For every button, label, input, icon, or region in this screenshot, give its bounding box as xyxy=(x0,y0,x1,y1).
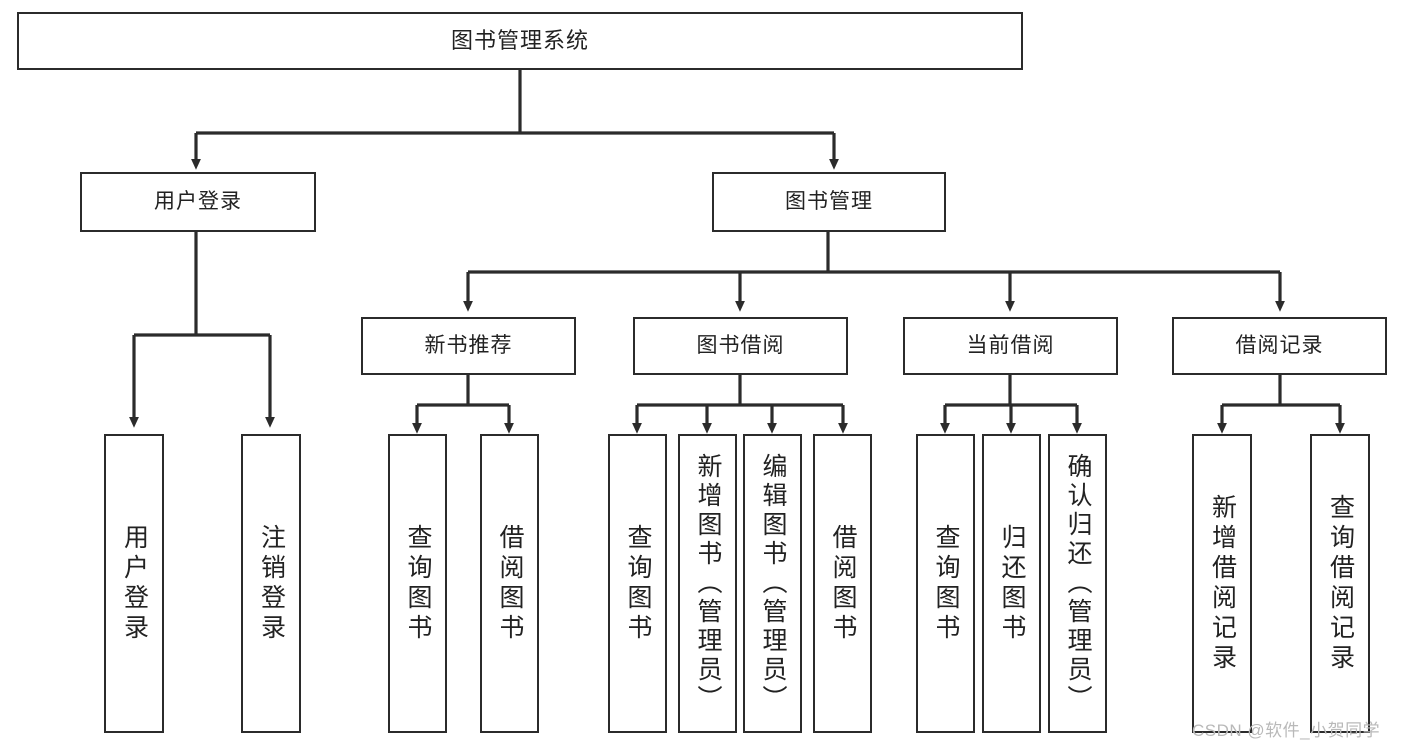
node-label: 用户登录 xyxy=(154,189,242,213)
leaf-new-book-query[interactable]: 查询图书 xyxy=(388,434,447,733)
leaf-current-confirm-return-admin[interactable]: 确认归还（管理员） xyxy=(1048,434,1107,733)
leaf-new-book-borrow[interactable]: 借阅图书 xyxy=(480,434,539,733)
node-label: 查询图书 xyxy=(404,523,432,644)
leaf-borrow-query-book[interactable]: 查询图书 xyxy=(608,434,667,733)
node-label: 查询图书 xyxy=(624,523,652,644)
csdn-watermark: CSDN @软件_小贺同学 xyxy=(1192,721,1381,740)
leaf-record-add-record[interactable]: 新增借阅记录 xyxy=(1192,434,1252,733)
node-borrow-record[interactable]: 借阅记录 xyxy=(1172,317,1387,375)
leaf-current-return-book[interactable]: 归还图书 xyxy=(982,434,1041,733)
node-label: 图书借阅 xyxy=(696,333,785,357)
node-user-login[interactable]: 用户登录 xyxy=(80,172,316,232)
leaf-user-login-signin[interactable]: 用户登录 xyxy=(104,434,164,733)
node-label: 用户登录 xyxy=(120,523,149,644)
node-label: 新书推荐 xyxy=(424,333,513,357)
node-label: 查询借阅记录 xyxy=(1326,493,1355,674)
node-label: 注销登录 xyxy=(257,523,286,644)
node-root-system[interactable]: 图书管理系统 xyxy=(17,12,1023,70)
node-label: 查询图书 xyxy=(932,523,960,644)
leaf-current-query-book[interactable]: 查询图书 xyxy=(916,434,975,733)
leaf-user-login-signout[interactable]: 注销登录 xyxy=(241,434,301,733)
node-label: 借阅图书 xyxy=(829,523,857,644)
leaf-borrow-edit-book-admin[interactable]: 编辑图书（管理员） xyxy=(743,434,802,733)
node-new-book-recommend[interactable]: 新书推荐 xyxy=(361,317,576,375)
node-label: 图书管理系统 xyxy=(450,28,589,54)
node-label: 新增借阅记录 xyxy=(1208,493,1237,674)
node-current-borrow[interactable]: 当前借阅 xyxy=(903,317,1118,375)
node-label: 图书管理 xyxy=(785,189,873,213)
node-label: 确认归还（管理员） xyxy=(1064,453,1092,714)
node-label: 新增图书（管理员） xyxy=(694,453,722,714)
node-label: 借阅记录 xyxy=(1235,333,1324,357)
node-label: 编辑图书（管理员） xyxy=(759,453,787,714)
node-book-management[interactable]: 图书管理 xyxy=(712,172,946,232)
node-label: 当前借阅 xyxy=(966,333,1055,357)
leaf-borrow-borrow-book[interactable]: 借阅图书 xyxy=(813,434,872,733)
node-label: 借阅图书 xyxy=(496,523,524,644)
node-label: 归还图书 xyxy=(998,523,1026,644)
leaf-record-query-record[interactable]: 查询借阅记录 xyxy=(1310,434,1370,733)
leaf-borrow-add-book-admin[interactable]: 新增图书（管理员） xyxy=(678,434,737,733)
node-book-borrow[interactable]: 图书借阅 xyxy=(633,317,848,375)
